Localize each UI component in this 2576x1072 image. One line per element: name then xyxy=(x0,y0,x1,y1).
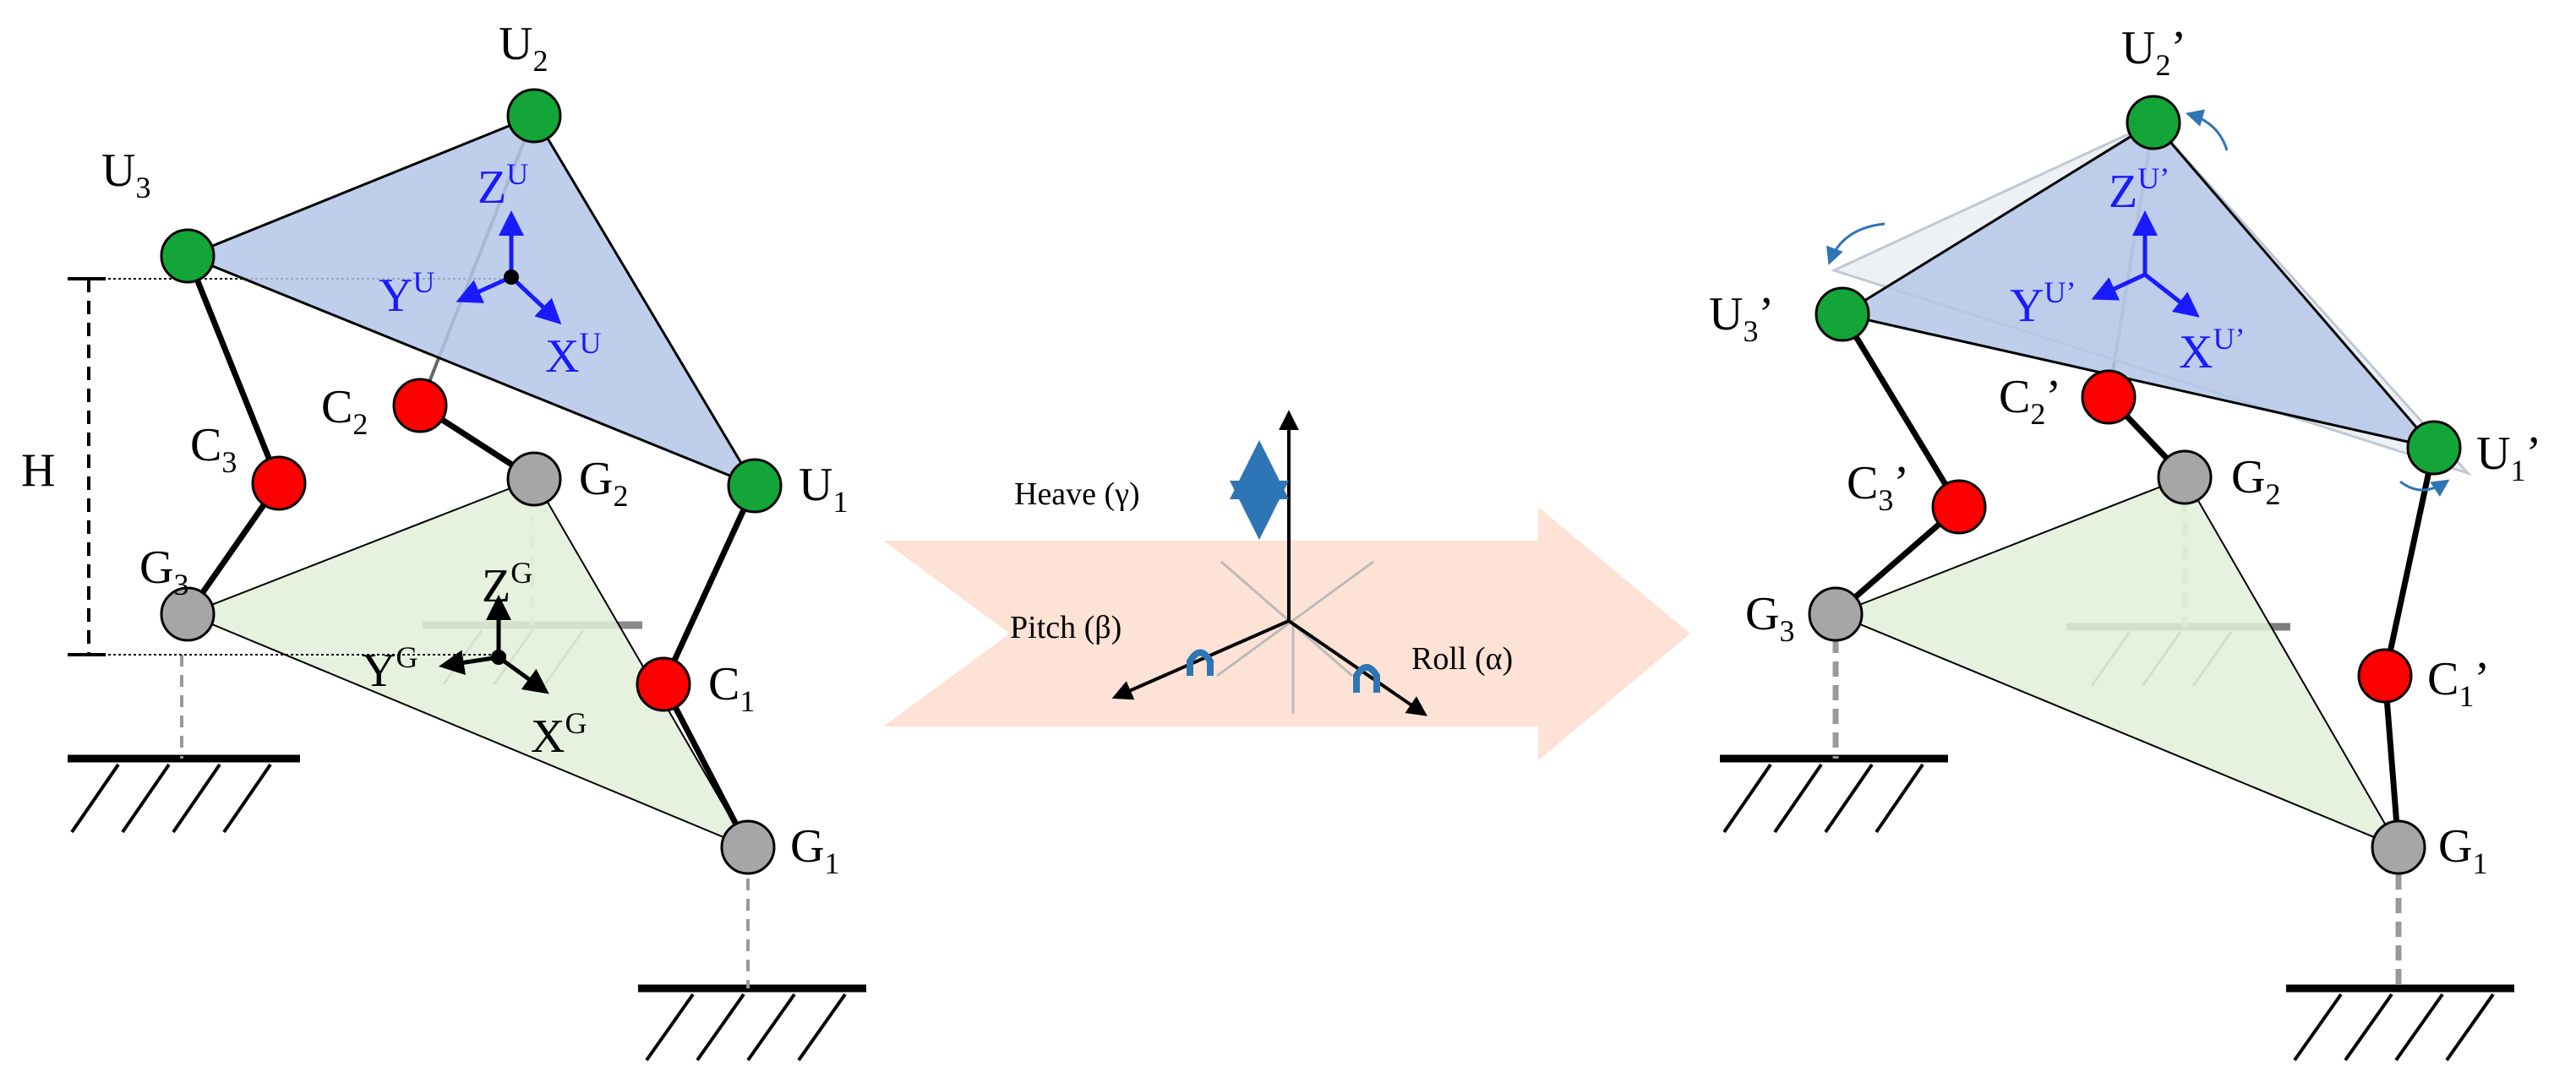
label-g2: G2 xyxy=(579,453,628,513)
label-zu: ZU xyxy=(478,157,528,214)
joint-u2-r xyxy=(2126,95,2181,150)
label-c3-r: C3’ xyxy=(1847,457,1909,517)
label-c2-r: C2’ xyxy=(1999,371,2061,431)
upper-frame-axes xyxy=(456,210,562,325)
joint-c3 xyxy=(251,455,307,511)
label-heave: Heave (γ) xyxy=(1014,476,1140,512)
label-u3-r: U3’ xyxy=(1709,288,1774,348)
label-pitch: Pitch (β) xyxy=(1010,610,1122,645)
joint-g2-r xyxy=(2157,449,2213,505)
label-yg: YG xyxy=(362,640,418,697)
ground-support-right xyxy=(638,879,866,1062)
joint-u2 xyxy=(506,88,562,144)
label-u3: U3 xyxy=(101,144,150,204)
label-g3: G3 xyxy=(139,541,188,601)
motion-transition: Heave (γ) Pitch (β) Roll (α) xyxy=(883,410,1690,760)
label-u2-r: U2’ xyxy=(2121,22,2186,82)
rotation-arrow-u2 xyxy=(2185,109,2229,151)
upper-platform-r xyxy=(1839,121,2438,450)
label-xg: XG xyxy=(531,706,587,763)
label-u2: U2 xyxy=(499,18,548,78)
upper-platform xyxy=(184,114,758,489)
joint-g1 xyxy=(720,819,776,875)
joint-g2 xyxy=(506,451,562,507)
joint-u3 xyxy=(160,228,216,284)
joint-c3-r xyxy=(1931,479,1987,535)
label-g1-r: G1 xyxy=(2438,820,2487,880)
joint-u3-r xyxy=(1815,286,1870,342)
joint-u1 xyxy=(727,458,783,514)
upper-frame-axes-r xyxy=(2091,210,2200,318)
label-zu-r: ZU’ xyxy=(2109,161,2169,218)
ground-support-left-r xyxy=(1720,638,1948,834)
label-u1-r: U1’ xyxy=(2476,427,2541,487)
label-c3: C3 xyxy=(190,419,237,479)
dof-axes xyxy=(1111,410,1427,716)
height-dimension xyxy=(68,277,507,656)
joint-c1-r xyxy=(2357,648,2413,704)
label-h: H xyxy=(21,444,55,497)
ground-platform-r xyxy=(1833,476,2401,850)
label-g2-r: G2 xyxy=(2231,451,2280,511)
ground-frame-axes xyxy=(439,595,549,694)
moved-configuration: U2’ U3’ U1’ C2’ C3’ C1’ G2 G3 G1 ZU’ YU’… xyxy=(1709,22,2541,1062)
joint-u1-r xyxy=(2406,420,2462,476)
label-g1: G1 xyxy=(790,820,839,880)
label-yu: YU xyxy=(379,265,434,322)
joint-c2-r xyxy=(2081,369,2137,425)
joint-g3-r xyxy=(1808,586,1864,642)
ground-support-left xyxy=(68,655,300,834)
label-zg: ZG xyxy=(482,556,532,612)
ground-support-right-r xyxy=(2286,874,2514,1062)
label-roll: Roll (α) xyxy=(1411,641,1513,677)
label-xu-r: XU’ xyxy=(2179,322,2245,378)
label-u1: U1 xyxy=(799,459,848,519)
rotation-arrow-u3 xyxy=(1826,222,1886,265)
initial-configuration: U2 U3 U1 C2 C3 C1 G2 G3 G1 H ZU YU XU ZG… xyxy=(21,18,866,1062)
label-c1-r: C1’ xyxy=(2427,653,2490,713)
transition-arrow xyxy=(883,507,1690,760)
label-g3-r: G3 xyxy=(1745,588,1794,648)
joint-c2 xyxy=(392,378,448,433)
label-c1: C1 xyxy=(708,658,755,718)
label-yu-r: YU’ xyxy=(2010,275,2076,332)
rotation-arrow-u1 xyxy=(2399,479,2450,498)
pitch-rotation-icon xyxy=(1187,649,1214,676)
label-xu: XU xyxy=(545,326,601,383)
joint-c1 xyxy=(636,656,691,712)
joint-g3 xyxy=(160,586,216,642)
label-c2: C2 xyxy=(321,381,368,441)
joint-g1-r xyxy=(2371,819,2426,875)
roll-rotation-icon xyxy=(1353,664,1380,693)
